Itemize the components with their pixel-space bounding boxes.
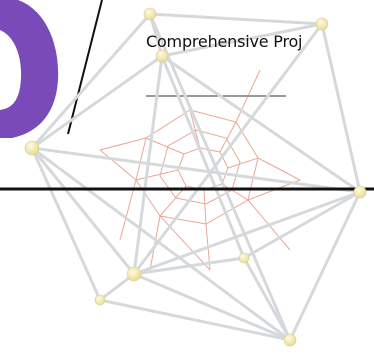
node bbox=[94, 294, 106, 306]
outer-strut-frame bbox=[30, 12, 362, 342]
pointer-line bbox=[67, 0, 103, 135]
node bbox=[238, 252, 250, 264]
node bbox=[143, 7, 157, 21]
node bbox=[315, 17, 329, 31]
node-group bbox=[24, 7, 367, 347]
node bbox=[126, 266, 142, 282]
caption-text: Comprehensive Proj bbox=[146, 32, 303, 51]
node bbox=[283, 333, 297, 347]
node bbox=[24, 140, 40, 156]
node bbox=[155, 49, 169, 63]
purple-letter-icon bbox=[0, 0, 59, 138]
node bbox=[353, 185, 367, 199]
